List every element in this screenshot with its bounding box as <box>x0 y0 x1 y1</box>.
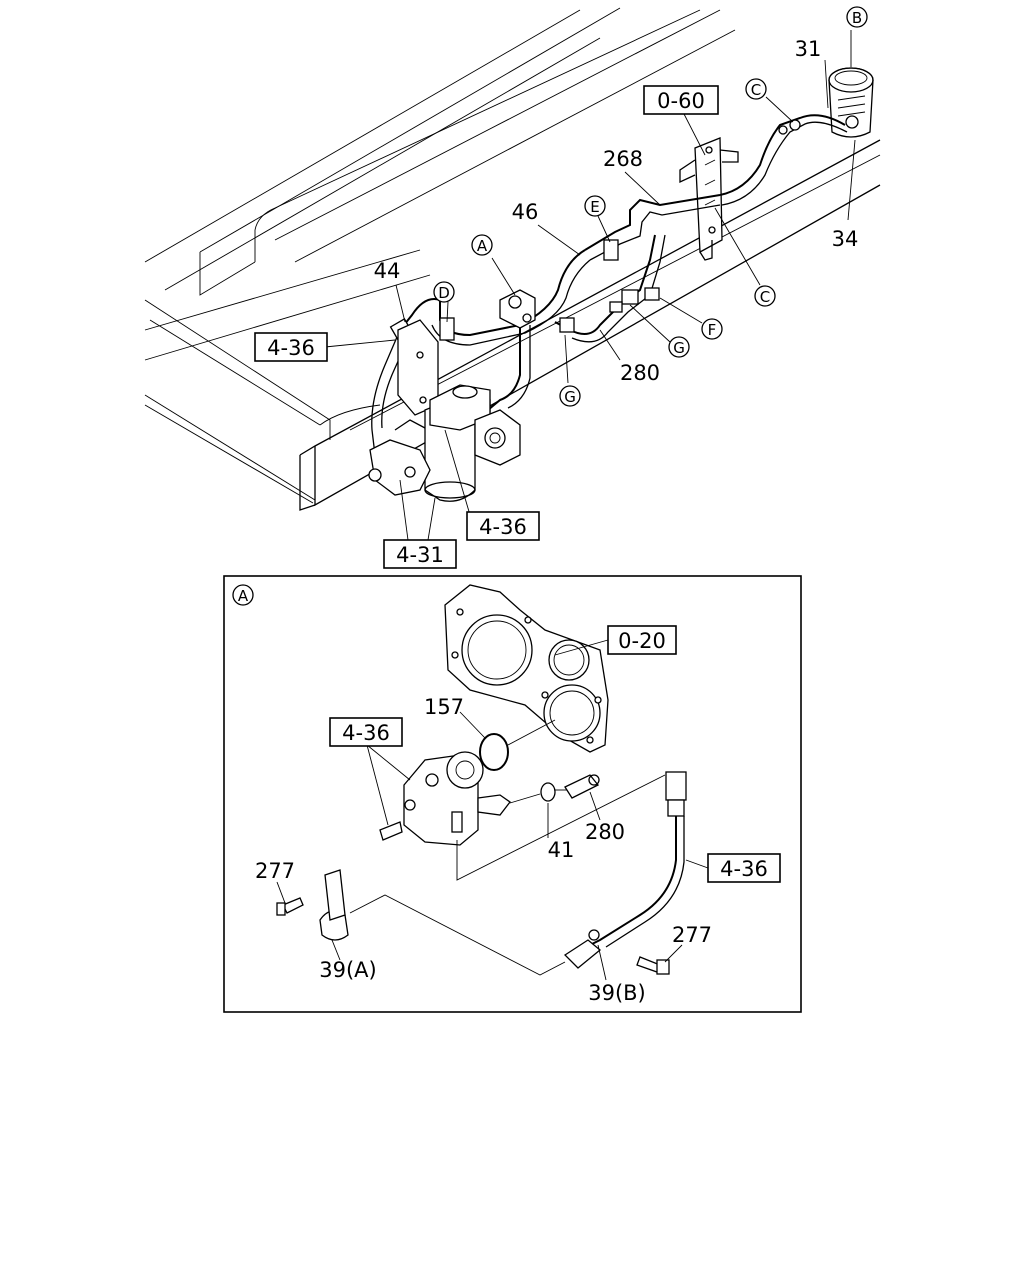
ref-box-label: 4-36 <box>720 857 768 881</box>
svg-text:D: D <box>438 284 450 302</box>
steering-gear-box <box>368 384 521 502</box>
ref-box-label: 4-36 <box>479 515 527 539</box>
svg-text:A: A <box>238 587 249 605</box>
detail-leader-lines <box>276 639 709 981</box>
svg-text:C: C <box>760 288 770 306</box>
gear-cover <box>444 584 609 753</box>
ref-box-label: 4-36 <box>267 336 315 360</box>
hose-bracket <box>679 137 739 261</box>
callout-g-left: G <box>559 385 581 407</box>
svg-text:G: G <box>673 339 685 357</box>
part-number-39b: 39(B) <box>588 981 646 1005</box>
svg-text:B: B <box>852 9 862 27</box>
bolt-277-right <box>636 956 670 975</box>
part-number-277-left: 277 <box>255 859 295 883</box>
part-number-280-detail: 280 <box>585 820 625 844</box>
part-number-44: 44 <box>374 259 401 283</box>
clamp-39a <box>319 869 349 941</box>
part-number-46: 46 <box>512 200 539 224</box>
upper-assembly: 0-60 4-36 4-36 4-31 31 34 268 46 44 280 … <box>144 6 881 569</box>
ref-box-0-60: 0-60 <box>643 85 719 115</box>
callout-b: B <box>846 6 868 28</box>
svg-text:A: A <box>477 237 488 255</box>
part-number-268: 268 <box>603 147 643 171</box>
svg-text:E: E <box>590 198 599 216</box>
callout-c-bottom: C <box>754 285 776 307</box>
ref-box-4-36-center: 4-36 <box>466 511 540 541</box>
detail-pump <box>379 751 511 846</box>
callout-c-top: C <box>745 78 767 100</box>
part-number-39a: 39(A) <box>319 958 376 982</box>
upper-leader-lines <box>324 30 856 541</box>
callout-f: F <box>701 318 723 340</box>
part-number-277-right: 277 <box>672 923 712 947</box>
part-number-31: 31 <box>795 37 822 61</box>
pipe-280 <box>564 774 600 799</box>
ref-box-label: 4-31 <box>396 543 444 567</box>
ref-box-4-36-pump: 4-36 <box>329 717 403 747</box>
ref-box-label: 4-36 <box>342 721 390 745</box>
ref-box-label: 0-60 <box>657 89 705 113</box>
upper-oil-pump <box>499 289 536 329</box>
svg-text:G: G <box>564 388 576 406</box>
bolt-277-left <box>276 897 304 916</box>
ref-box-4-36-hose: 4-36 <box>707 853 781 883</box>
part-number-34: 34 <box>832 227 859 251</box>
callout-e: E <box>584 195 606 217</box>
part-number-280: 280 <box>620 361 660 385</box>
seal-41 <box>540 782 556 802</box>
callout-a: A <box>471 234 493 256</box>
o-ring <box>479 733 509 771</box>
ref-box-0-20: 0-20 <box>607 625 677 655</box>
callout-d: D <box>433 281 455 303</box>
svg-text:F: F <box>708 321 717 339</box>
ref-box-4-31: 4-31 <box>383 539 457 569</box>
frame-rails <box>144 7 881 511</box>
detail-a-panel: A <box>223 575 802 1013</box>
detail-marker-a: A <box>232 584 254 606</box>
callout-g-right: G <box>668 336 690 358</box>
svg-text:C: C <box>751 81 761 99</box>
part-number-157: 157 <box>424 695 464 719</box>
ref-box-4-36-left: 4-36 <box>254 332 328 362</box>
return-hose <box>563 771 687 969</box>
part-number-41: 41 <box>548 838 575 862</box>
ref-box-label: 0-20 <box>618 629 666 653</box>
